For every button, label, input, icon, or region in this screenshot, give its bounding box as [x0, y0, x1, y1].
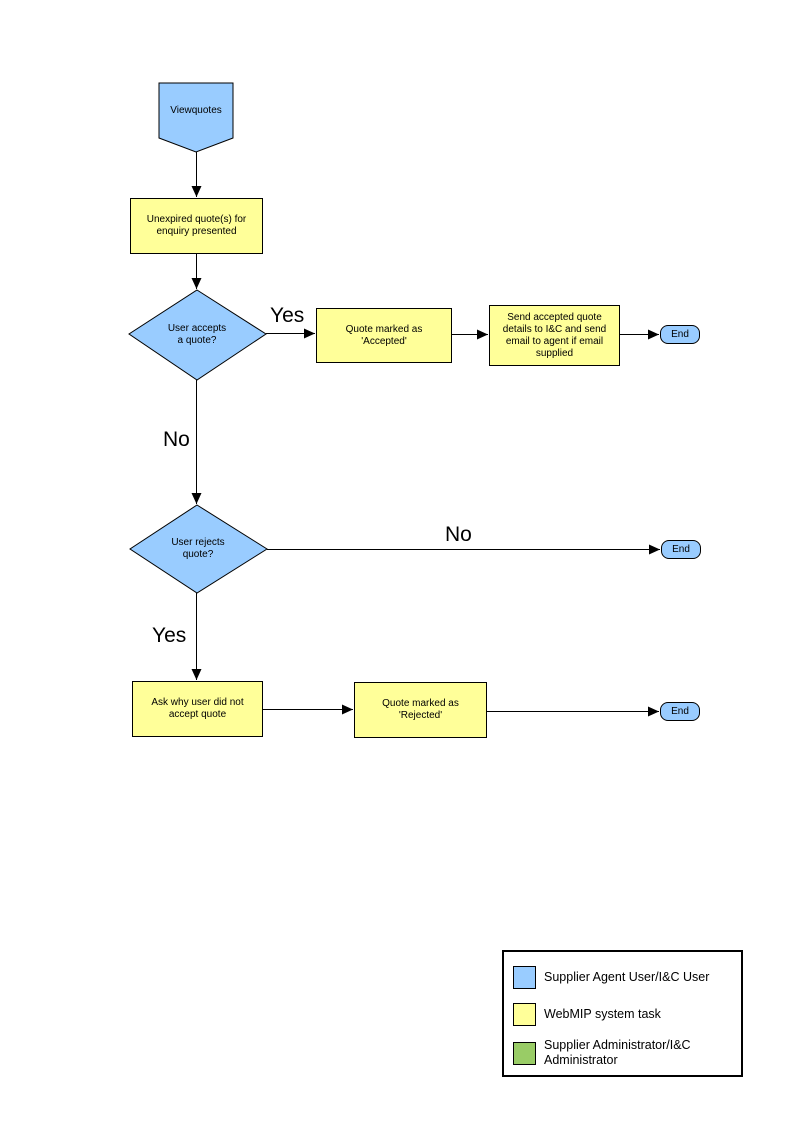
mark-rejected-node: Quote marked as 'Rejected' [354, 682, 487, 738]
end-node-rejected: End [660, 702, 700, 721]
end-node-accepted: End [660, 325, 700, 344]
legend-swatch-actor [513, 966, 536, 989]
reject-decision-label: User rejects quote? [171, 537, 225, 560]
edge-label-accept-yes: Yes [270, 304, 305, 327]
legend-item-admin: Supplier Administrator/I&C Administrator [513, 1038, 691, 1068]
edge-label-reject-yes: Yes [152, 624, 187, 647]
legend-label-actor: Supplier Agent User/I&C User [544, 970, 710, 984]
legend-box: Supplier Agent User/I&C User WebMIP syst… [502, 950, 743, 1077]
legend-label-admin: Supplier Administrator/I&C Administrator [544, 1038, 691, 1067]
accept-decision-label: User accepts a quote? [167, 323, 227, 346]
legend-item-actor: Supplier Agent User/I&C User [513, 966, 709, 989]
send-details-node: Send accepted quote details to I&C and s… [489, 305, 620, 366]
present-quotes-node: Unexpired quote(s) for enquiry presented [130, 198, 263, 254]
start-pentagon-shape [158, 82, 234, 153]
edge-label-accept-no: No [163, 428, 190, 451]
ask-why-node: Ask why user did not accept quote [132, 681, 263, 737]
legend-label-system: WebMIP system task [544, 1007, 661, 1021]
end-node-no-reject: End [661, 540, 701, 559]
start-node-label: Viewquotes [170, 104, 222, 116]
mark-accepted-node: Quote marked as 'Accepted' [316, 308, 452, 363]
legend-swatch-system [513, 1003, 536, 1026]
legend-swatch-admin [513, 1041, 536, 1065]
edge-label-reject-no: No [445, 523, 472, 546]
legend-item-system: WebMIP system task [513, 1003, 661, 1026]
